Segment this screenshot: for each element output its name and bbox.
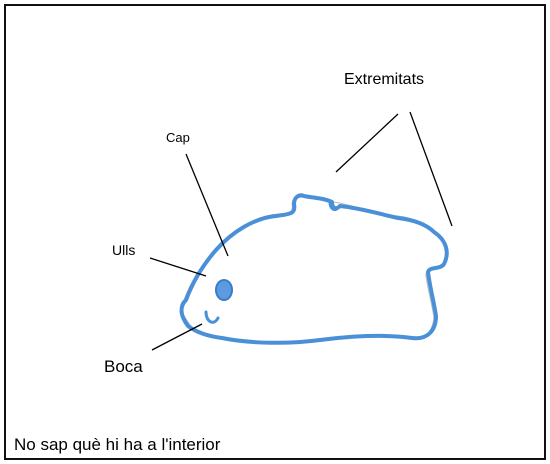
mouth-mark bbox=[204, 310, 220, 324]
leader-line-extremitats-left bbox=[335, 113, 399, 173]
label-cap: Cap bbox=[166, 130, 190, 145]
eye-mark bbox=[215, 279, 233, 301]
animal-body-outline bbox=[179, 193, 449, 345]
caption-text: No sap què hi ha a l'interior bbox=[14, 435, 221, 454]
label-extremitats: Extremitats bbox=[344, 71, 425, 88]
label-boca: Boca bbox=[104, 357, 143, 376]
pencil-sketch-outline bbox=[180, 193, 446, 343]
label-ulls: Ulls bbox=[112, 242, 136, 258]
leader-line-cap bbox=[185, 153, 229, 257]
diagram-frame bbox=[4, 4, 546, 460]
leader-line-boca bbox=[151, 323, 203, 351]
back-nub bbox=[328, 200, 340, 212]
leader-line-extremitats-right bbox=[409, 111, 453, 227]
leader-line-ulls bbox=[149, 257, 207, 277]
